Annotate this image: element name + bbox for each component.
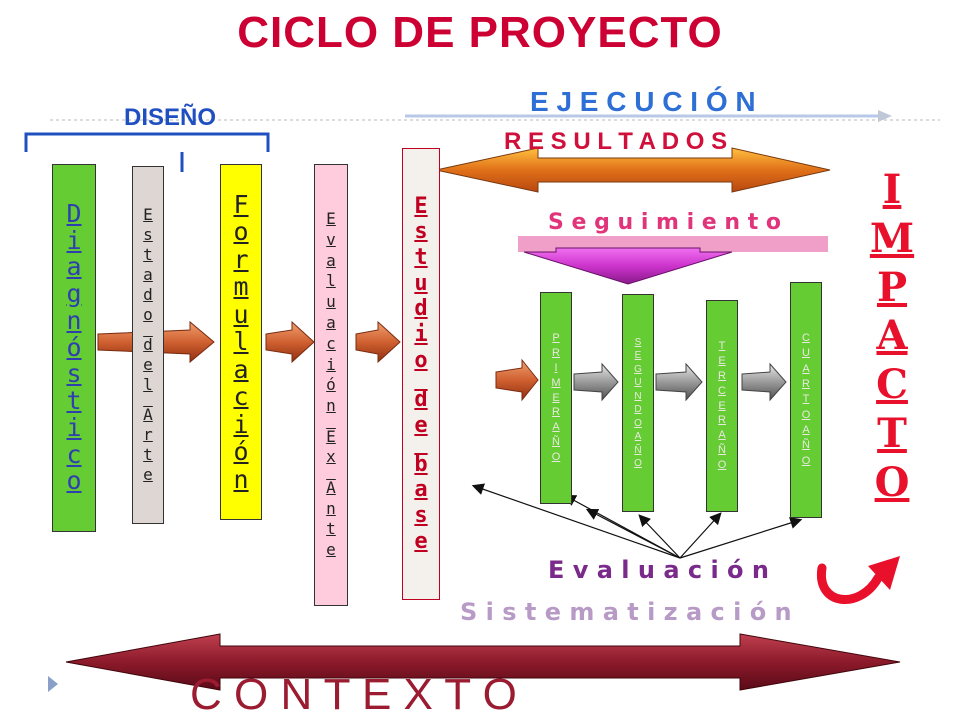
contexto-label: C O N T E X T O — [190, 670, 517, 719]
ejecucion-arrow-head — [878, 110, 892, 122]
page-title: CICLO DE PROYECTO — [237, 8, 723, 57]
ejecucion-label: E J E C U C I Ó N — [530, 86, 756, 117]
sistematizacion-label: S i s t e m a t i z a c i ó n — [460, 598, 792, 626]
resultados-double-arrow — [435, 147, 831, 193]
contexto-double-arrow — [65, 633, 901, 691]
diseno-bracket — [24, 132, 270, 152]
evaluacion-label: E v a l u a c i ó n — [548, 556, 769, 584]
bullet-triangle-icon — [48, 676, 58, 692]
diseno-label: DISEÑO — [124, 104, 217, 131]
impacto-curved-arrow — [817, 563, 883, 604]
seguimiento-label: S e g u i m i e n t o — [548, 210, 781, 235]
seguimiento-down-arrow — [523, 247, 733, 285]
evaluacion-connectors — [471, 483, 803, 559]
year-arrows — [573, 362, 787, 402]
resultados-label: R E S U L T A D O S — [504, 128, 728, 155]
